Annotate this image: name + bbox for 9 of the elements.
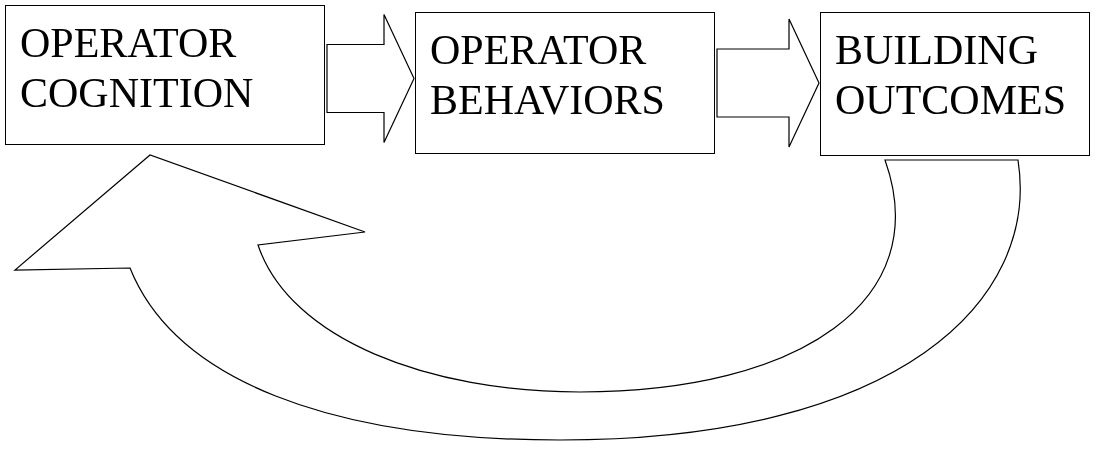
process-box — [415, 12, 715, 154]
block-arrow — [14, 154, 1021, 441]
box-label: BUILDING OUTCOMES — [835, 26, 1068, 126]
box-label: OPERATOR COGNITION — [20, 19, 255, 119]
block-arrow — [716, 18, 820, 148]
process-box — [820, 12, 1090, 156]
process-box — [5, 5, 325, 145]
block-arrow — [326, 13, 415, 144]
box-label: OPERATOR BEHAVIORS — [430, 26, 666, 126]
